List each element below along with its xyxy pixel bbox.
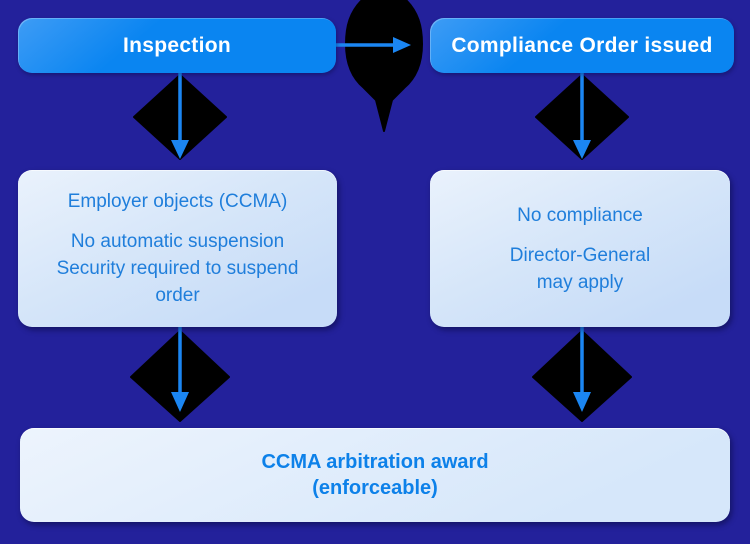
arrow-employer-to-award <box>171 327 189 412</box>
node-ccma-award: CCMA arbitration award (enforceable) <box>20 428 730 522</box>
black-down-arrow-blob <box>345 0 423 132</box>
employer-objects-detail: No automatic suspension Security require… <box>56 231 299 306</box>
node-employer-objects: Employer objects (CCMA) No automatic sus… <box>18 170 337 327</box>
arrow-inspection-to-employer <box>171 73 189 159</box>
no-compliance-heading: No compliance <box>517 204 643 226</box>
employer-objects-heading: Employer objects (CCMA) <box>67 191 288 212</box>
node-inspection: Inspection <box>18 18 336 73</box>
node-inspection-label: Inspection <box>122 33 231 57</box>
node-no-compliance: No compliance Director-General may apply <box>430 170 730 327</box>
arrow-compliance-to-noncompliance <box>573 73 591 159</box>
node-compliance-order-label: Compliance Order issued <box>451 33 713 57</box>
ccma-award-label: CCMA arbitration award (enforceable) <box>261 451 489 499</box>
arrow-inspection-to-compliance <box>336 37 411 53</box>
arrow-noncompliance-to-award <box>573 327 591 412</box>
no-compliance-detail: Director-General may apply <box>509 244 651 293</box>
node-compliance-order: Compliance Order issued <box>430 18 734 73</box>
